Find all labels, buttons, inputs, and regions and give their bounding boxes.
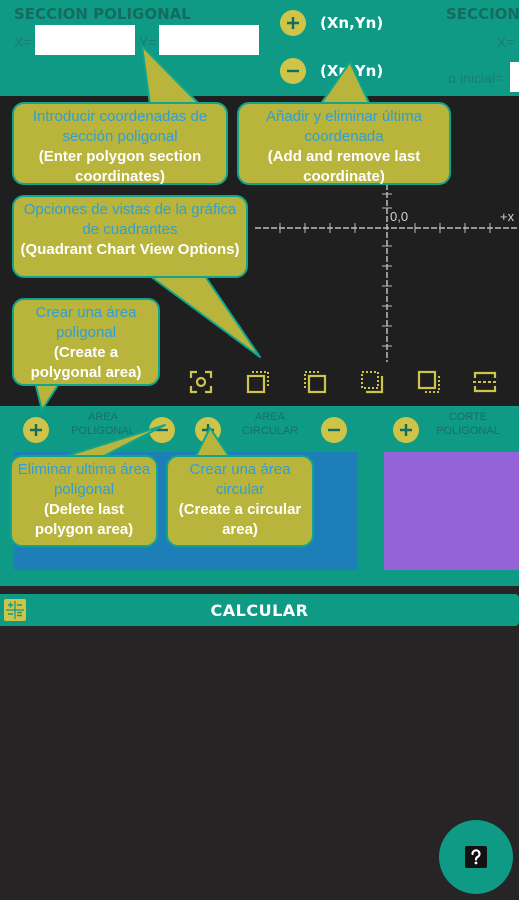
calculate-bar[interactable]: CALCULAR [0, 594, 519, 626]
plus-icon [202, 424, 214, 436]
calculate-button-label: CALCULAR [210, 601, 309, 620]
fit-horizontal-icon [473, 371, 497, 393]
alpha-initial-label: α inicial= [448, 70, 504, 86]
top-panel: SECCION POLIGONAL X= Y= (Xn,Yn) (Xn,Yn) … [0, 0, 519, 96]
create-polygon-cut-button[interactable] [393, 417, 419, 443]
y-label: Y= [139, 34, 157, 50]
remove-coordinate-button[interactable] [280, 58, 306, 84]
polygon-cut-list[interactable] [384, 452, 519, 570]
create-circular-area-button[interactable] [195, 417, 221, 443]
view-quadrant-2-button[interactable] [300, 367, 330, 397]
tooltip-create-polygonal-area: Crear una área poligonal (Create a polyg… [12, 298, 160, 386]
view-quadrant-4-button[interactable] [414, 367, 444, 397]
tooltip-enter-coordinates: Introducir coordenadas de sección poligo… [12, 102, 228, 185]
tooltip-view-options-en: (Quadrant Chart View Options) [20, 241, 240, 258]
y-input[interactable] [159, 25, 259, 55]
circular-area-label: AREA CIRCULAR [241, 411, 299, 437]
help-icon [465, 846, 487, 868]
tooltip-enter-coordinates-es: Introducir coordenadas de sección poligo… [32, 108, 208, 145]
tooltip-delete-polygonal-area-es: Eliminar ultima área poligonal [17, 461, 151, 498]
view-quadrant-3-button[interactable] [357, 367, 387, 397]
remove-coordinate-label: (Xn,Yn) [320, 62, 384, 80]
tooltip-delete-polygonal-area-en: (Delete last polygon area) [34, 501, 134, 538]
view-quadrant-1-button[interactable] [243, 367, 273, 397]
tooltip-enter-coordinates-en: (Enter polygon section coordinates) [38, 148, 202, 185]
add-coordinate-button[interactable] [280, 10, 306, 36]
plus-icon [287, 17, 299, 29]
polygonal-area-label: AREA POLIGONAL [71, 411, 135, 437]
quadrant-4-icon [417, 370, 440, 393]
plus-icon [30, 424, 42, 436]
tooltip-add-remove-coordinate-en: (Add and remove last coordinate) [267, 148, 421, 185]
quadrant-3-icon [361, 371, 384, 394]
left-section-title: SECCION POLIGONAL [14, 5, 191, 23]
origin-label: 0,0 [390, 209, 409, 224]
minus-icon [287, 69, 299, 73]
center-focus-icon [189, 370, 213, 394]
x-label: X= [14, 34, 32, 50]
tooltip-create-circular-area-en: (Create a circular area) [178, 501, 302, 538]
delete-circular-area-button[interactable] [321, 417, 347, 443]
delete-polygonal-area-button[interactable] [149, 417, 175, 443]
tooltip-create-polygonal-area-es: Crear una área poligonal [35, 304, 137, 341]
tooltip-add-remove-coordinate-es: Añadir y eliminar última coordenada [266, 108, 422, 145]
quadrant-2-icon [304, 371, 327, 394]
create-polygonal-area-button[interactable] [23, 417, 49, 443]
calculator-icon [4, 599, 26, 621]
minus-icon [328, 428, 340, 432]
tooltip-create-circular-area: Crear una área circular (Create a circul… [166, 455, 314, 547]
view-center-button[interactable] [186, 367, 216, 397]
view-fit-horizontal-button[interactable] [470, 367, 500, 397]
right-section-title: SECCION [446, 5, 519, 23]
tooltip-create-polygonal-area-en: (Create a polygonal area) [30, 344, 142, 381]
right-x-label: X= [497, 34, 515, 50]
alpha-input[interactable] [510, 62, 519, 92]
help-button[interactable] [439, 820, 513, 894]
tooltip-add-remove-coordinate: Añadir y eliminar última coordenada (Add… [237, 102, 451, 185]
polygon-cut-label: CORTE POLIGONAL [436, 411, 500, 437]
quadrant-axes [255, 184, 519, 362]
add-coordinate-label: (Xn,Yn) [320, 14, 384, 32]
quadrant-1-icon [246, 371, 269, 394]
tooltip-create-circular-area-es: Crear una área circular [189, 461, 291, 498]
tooltip-view-options-es: Opciones de vistas de la gráfica de cuad… [23, 201, 237, 238]
x-input[interactable] [35, 25, 135, 55]
tooltip-view-options: Opciones de vistas de la gráfica de cuad… [12, 195, 248, 278]
plus-icon [400, 424, 412, 436]
tooltip-delete-polygonal-area: Eliminar ultima área poligonal (Delete l… [10, 455, 158, 547]
minus-icon [156, 428, 168, 432]
x-axis-label: +x [500, 209, 515, 224]
